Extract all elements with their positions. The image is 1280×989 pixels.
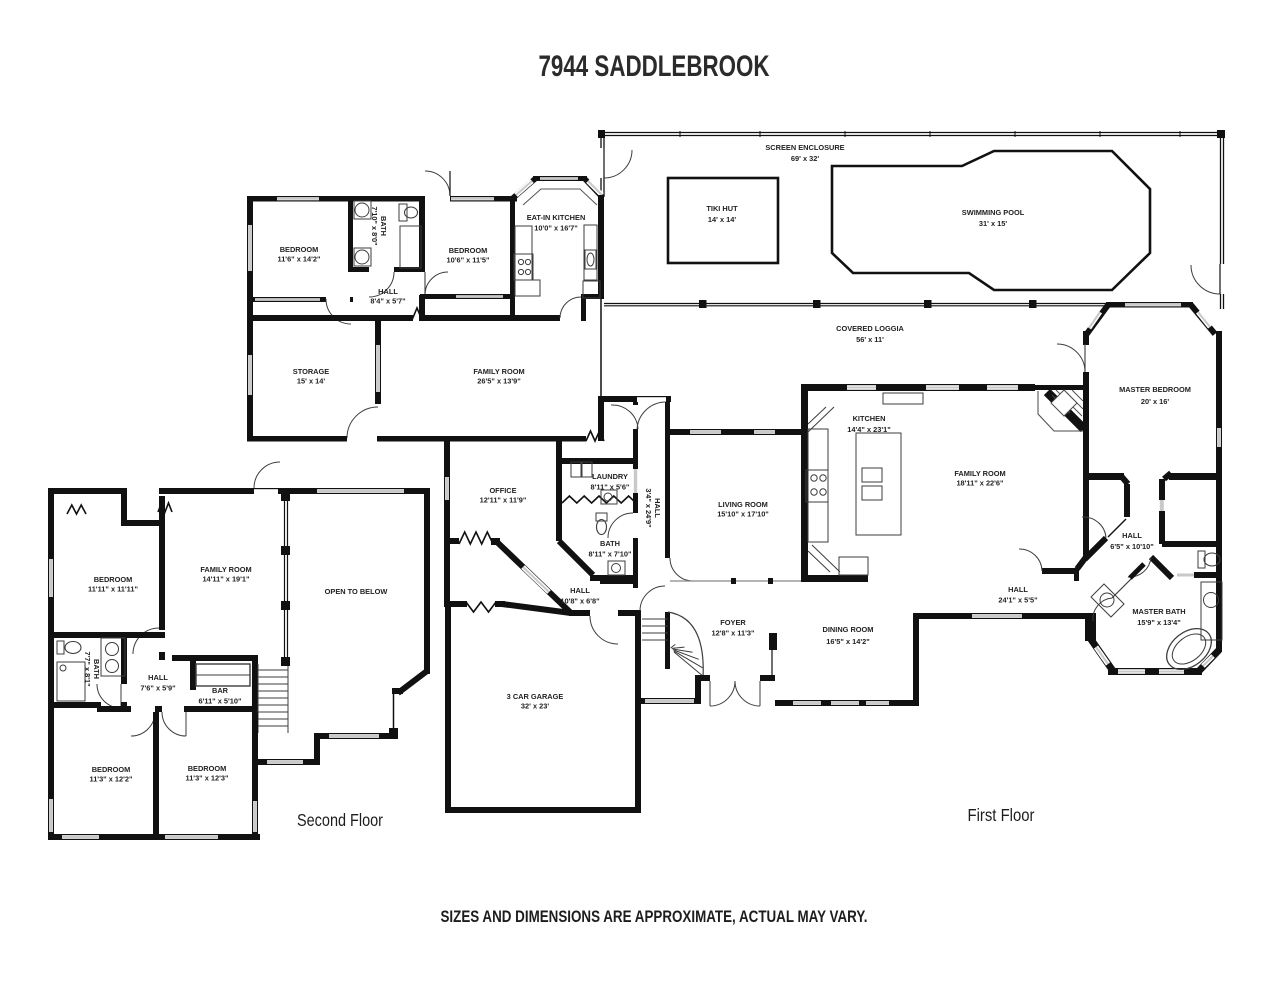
svg-text:12'8" x 11'3": 12'8" x 11'3"	[712, 629, 755, 638]
svg-text:OPEN TO BELOW: OPEN TO BELOW	[325, 587, 388, 596]
svg-text:HALL: HALL	[148, 673, 168, 682]
svg-text:FAMILY ROOM: FAMILY ROOM	[200, 565, 251, 574]
svg-text:FOYER: FOYER	[720, 618, 746, 627]
svg-text:3'4" x 24'9": 3'4" x 24'9"	[644, 488, 653, 528]
svg-text:11'11" x 11'11": 11'11" x 11'11"	[88, 585, 138, 594]
svg-text:BATH: BATH	[92, 659, 101, 679]
svg-text:26'5" x 13'9": 26'5" x 13'9"	[477, 377, 521, 386]
svg-text:3 CAR GARAGE: 3 CAR GARAGE	[507, 692, 564, 701]
svg-text:BEDROOM: BEDROOM	[188, 764, 227, 773]
svg-text:20' x 16': 20' x 16'	[1141, 397, 1169, 406]
svg-text:14'4" x 23'1": 14'4" x 23'1"	[847, 425, 891, 434]
svg-text:BEDROOM: BEDROOM	[92, 765, 131, 774]
svg-text:MASTER BEDROOM: MASTER BEDROOM	[1119, 385, 1191, 394]
svg-text:8'11" x 5'6": 8'11" x 5'6"	[591, 483, 630, 492]
svg-text:BEDROOM: BEDROOM	[94, 575, 133, 584]
svg-text:12'11" x 11'9": 12'11" x 11'9"	[480, 496, 527, 505]
svg-text:8'4" x 5'7": 8'4" x 5'7"	[370, 297, 406, 306]
svg-text:HALL: HALL	[378, 287, 398, 296]
svg-text:DINING ROOM: DINING ROOM	[823, 625, 874, 634]
svg-text:15'9" x 13'4": 15'9" x 13'4"	[1137, 618, 1181, 627]
svg-text:15'10" x 17'10": 15'10" x 17'10"	[717, 510, 769, 519]
svg-text:11'6" x 14'2": 11'6" x 14'2"	[278, 255, 321, 264]
svg-text:7944 SADDLEBROOK: 7944 SADDLEBROOK	[539, 50, 770, 83]
svg-text:16'5" x 14'2": 16'5" x 14'2"	[826, 637, 870, 646]
svg-text:BATH: BATH	[600, 539, 620, 548]
svg-text:Second Floor: Second Floor	[297, 810, 383, 830]
svg-text:69' x 32': 69' x 32'	[791, 154, 819, 163]
svg-text:BEDROOM: BEDROOM	[449, 246, 488, 255]
svg-text:7'7" x 8'1": 7'7" x 8'1"	[83, 651, 92, 687]
svg-text:7'6" x 5'9": 7'6" x 5'9"	[140, 684, 176, 693]
svg-text:TIKI HUT: TIKI HUT	[706, 204, 738, 213]
svg-text:KITCHEN: KITCHEN	[853, 414, 886, 423]
svg-text:MASTER BATH: MASTER BATH	[1132, 607, 1185, 616]
svg-text:FAMILY ROOM: FAMILY ROOM	[473, 367, 524, 376]
svg-text:6'5" x 10'10": 6'5" x 10'10"	[1110, 542, 1154, 551]
svg-text:SWIMMING POOL: SWIMMING POOL	[962, 208, 1025, 217]
svg-text:32' x 23': 32' x 23'	[521, 702, 549, 711]
svg-text:SIZES AND DIMENSIONS ARE APPRO: SIZES AND DIMENSIONS ARE APPROXIMATE, AC…	[441, 907, 868, 926]
svg-text:6'11" x 5'10": 6'11" x 5'10"	[199, 697, 242, 706]
svg-text:EAT-IN KITCHEN: EAT-IN KITCHEN	[527, 213, 586, 222]
svg-text:10'6" x 11'5": 10'6" x 11'5"	[447, 256, 490, 265]
svg-text:LIVING ROOM: LIVING ROOM	[718, 500, 768, 509]
svg-text:OFFICE: OFFICE	[489, 486, 516, 495]
svg-text:56' x 11': 56' x 11'	[856, 335, 884, 344]
svg-text:18'11" x 22'6": 18'11" x 22'6"	[956, 479, 1004, 488]
svg-text:14' x 14': 14' x 14'	[708, 215, 736, 224]
svg-text:First Floor: First Floor	[968, 805, 1035, 825]
svg-text:COVERED LOGGIA: COVERED LOGGIA	[836, 324, 904, 333]
svg-text:HALL: HALL	[1122, 531, 1142, 540]
svg-text:LAUNDRY: LAUNDRY	[592, 472, 628, 481]
svg-text:11'3" x 12'3": 11'3" x 12'3"	[186, 774, 229, 783]
svg-text:10'0" x 16'7": 10'0" x 16'7"	[534, 224, 578, 233]
svg-text:BEDROOM: BEDROOM	[280, 245, 319, 254]
svg-text:11'3" x 12'2": 11'3" x 12'2"	[90, 775, 133, 784]
svg-text:7'10" x 8'0": 7'10" x 8'0"	[370, 206, 379, 246]
svg-text:HALL: HALL	[570, 586, 590, 595]
svg-text:BATH: BATH	[379, 216, 388, 236]
svg-text:HALL: HALL	[1008, 585, 1028, 594]
svg-text:24'1" x 5'5": 24'1" x 5'5"	[998, 596, 1038, 605]
svg-text:10'8" x 6'8": 10'8" x 6'8"	[560, 597, 600, 606]
svg-text:STORAGE: STORAGE	[293, 367, 329, 376]
svg-text:15' x 14': 15' x 14'	[297, 377, 325, 386]
svg-text:HALL: HALL	[653, 498, 662, 518]
svg-text:BAR: BAR	[212, 686, 229, 695]
svg-text:SCREEN ENCLOSURE: SCREEN ENCLOSURE	[765, 143, 844, 152]
svg-text:14'11" x 19'1": 14'11" x 19'1"	[202, 575, 250, 584]
svg-text:FAMILY ROOM: FAMILY ROOM	[954, 469, 1005, 478]
svg-text:8'11" x 7'10": 8'11" x 7'10"	[589, 550, 632, 559]
svg-text:31' x 15': 31' x 15'	[979, 219, 1007, 228]
